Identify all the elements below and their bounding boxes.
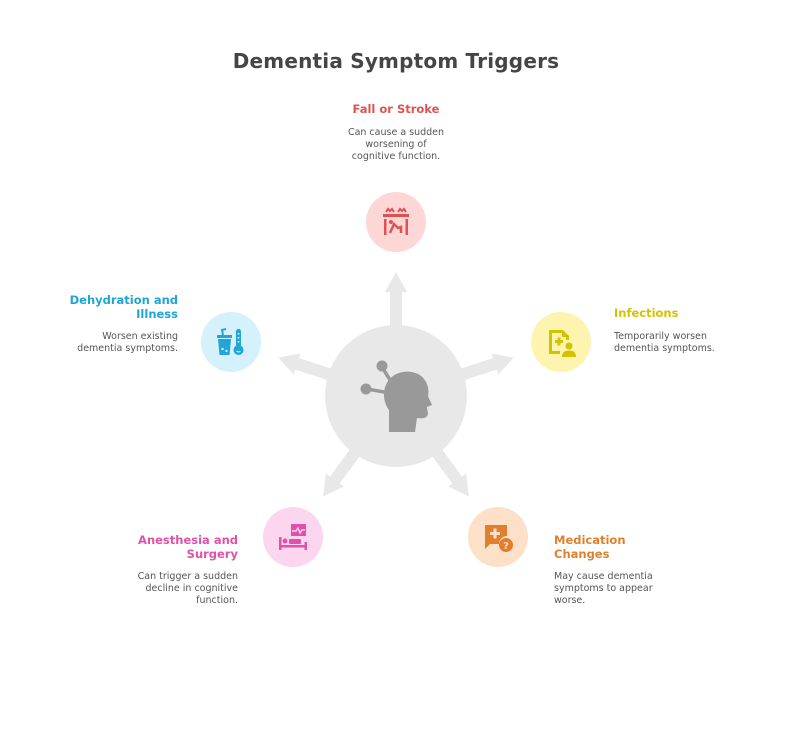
desc-line: function. xyxy=(196,595,238,606)
icon-circle-fall-or-stroke xyxy=(366,192,426,252)
desc-line: Temporarily worsen xyxy=(614,331,707,342)
icon-circle-anesthesia-and-surgery xyxy=(263,507,323,567)
label-line: Medication xyxy=(554,533,626,547)
desc-line: cognitive function. xyxy=(351,151,441,162)
label-line: Changes xyxy=(554,547,610,561)
label-anesthesia-and-surgery: Anesthesia and Surgery xyxy=(98,533,238,561)
desc-line: Worsen existing xyxy=(102,331,178,342)
medical-record-person-icon xyxy=(549,330,576,357)
desc-line: symptoms to appear xyxy=(554,583,653,594)
desc-infections: Temporarily worsen dementia symptoms. xyxy=(614,331,715,355)
desc-line: dementia symptoms. xyxy=(77,343,178,354)
fall-icon xyxy=(383,207,409,235)
desc-fall-or-stroke: Can cause a sudden worsening of cognitiv… xyxy=(316,127,476,163)
desc-line: decline in cognitive xyxy=(145,583,239,594)
desc-line: May cause dementia xyxy=(554,571,653,582)
label-infections: Infections xyxy=(614,306,679,320)
label-line: Surgery xyxy=(186,547,238,561)
desc-line: Can trigger a sudden xyxy=(137,571,238,582)
desc-line: worse. xyxy=(554,595,586,606)
desc-dehydration-and-illness: Worsen existing dementia symptoms. xyxy=(38,331,178,355)
label-line: Anesthesia and xyxy=(138,533,238,547)
desc-line: worsening of xyxy=(365,139,427,150)
drink-thermometer-icon xyxy=(217,328,244,355)
icon-circle-infections xyxy=(531,312,591,372)
svg-text:?: ? xyxy=(503,541,509,552)
label-dehydration-and-illness: Dehydration and Illness xyxy=(38,293,178,321)
diagram-title: Dementia Symptom Triggers xyxy=(232,49,560,73)
desc-line: Can cause a sudden xyxy=(347,127,445,138)
desc-medication-changes: May cause dementia symptoms to appear wo… xyxy=(554,571,653,607)
icon-circle-medication-changes: ? xyxy=(468,507,528,567)
head-brain-icon xyxy=(360,360,432,432)
desc-anesthesia-and-surgery: Can trigger a sudden decline in cognitiv… xyxy=(98,571,238,607)
medical-chat-question-icon: ? xyxy=(485,525,513,552)
icon-circle-dehydration-and-illness xyxy=(201,312,261,372)
hospital-bed-monitor-icon xyxy=(279,524,307,550)
label-medication-changes: Medication Changes xyxy=(554,533,626,561)
label-line: Illness xyxy=(136,307,178,321)
arrow-up xyxy=(385,272,407,336)
label-fall-or-stroke: Fall or Stroke xyxy=(352,102,440,116)
desc-line: dementia symptoms. xyxy=(614,343,715,354)
label-line: Dehydration and xyxy=(69,293,178,307)
